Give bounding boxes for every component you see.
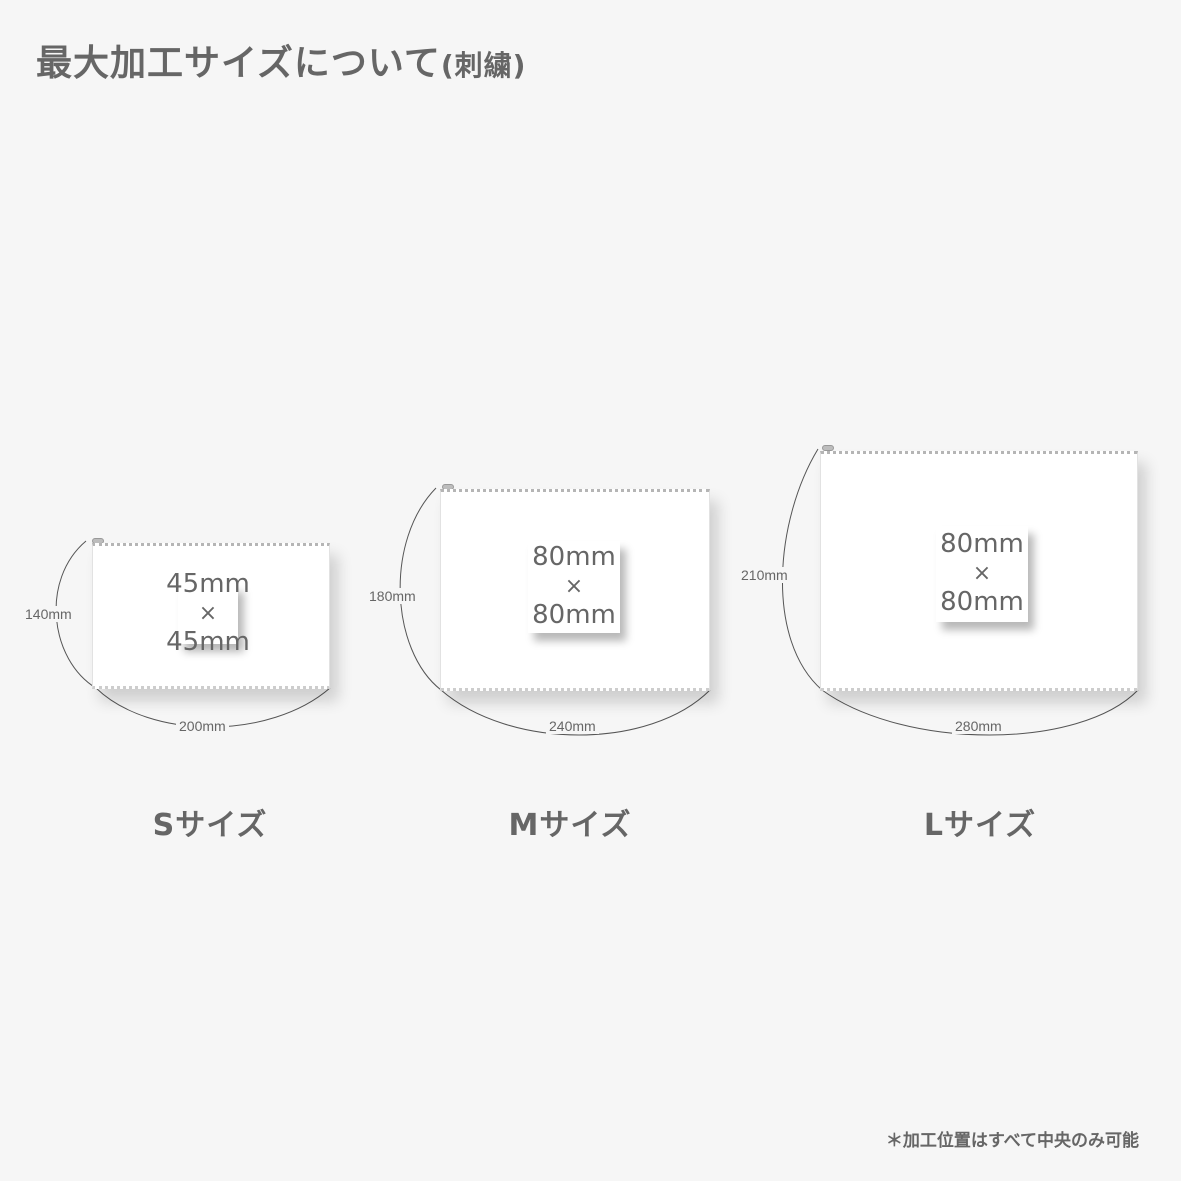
s-size-label: Sサイズ (152, 808, 268, 843)
title-sub: (刺繍) (440, 49, 527, 82)
m-width-arc (440, 689, 711, 736)
page-title: 最大加工サイズについて(刺繍) (36, 34, 526, 86)
l-height-label: 210mm (738, 567, 791, 583)
s-height-label: 140mm (22, 606, 75, 622)
s-area-width: 45mm (166, 568, 250, 599)
m-area-height: 80mm (532, 600, 616, 631)
m-print-area: 80mm × 80mm (528, 541, 620, 633)
l-print-area: 80mm × 80mm (936, 526, 1028, 622)
footnote: ＊加工位置はすべて中央のみ可能 (885, 1131, 1139, 1151)
l-area-height: 80mm (940, 587, 1024, 618)
m-size-label: Mサイズ (508, 808, 632, 843)
l-width-label: 280mm (952, 718, 1005, 734)
l-area-times: × (972, 560, 992, 586)
s-print-area: 45mm × 45mm (166, 569, 250, 658)
l-area-width: 80mm (940, 528, 1024, 559)
m-area-width: 80mm (532, 541, 616, 572)
m-area-times: × (564, 573, 584, 599)
l-width-arc (821, 689, 1139, 736)
l-size-label: Lサイズ (923, 808, 1037, 843)
s-area-height: 45mm (166, 627, 250, 658)
l-zipper-icon (822, 445, 834, 451)
s-area-times: × (198, 600, 218, 626)
title-main: 最大加工サイズについて (36, 43, 441, 84)
m-height-label: 180mm (366, 588, 419, 604)
m-width-label: 240mm (546, 718, 599, 734)
s-width-label: 200mm (176, 718, 229, 734)
